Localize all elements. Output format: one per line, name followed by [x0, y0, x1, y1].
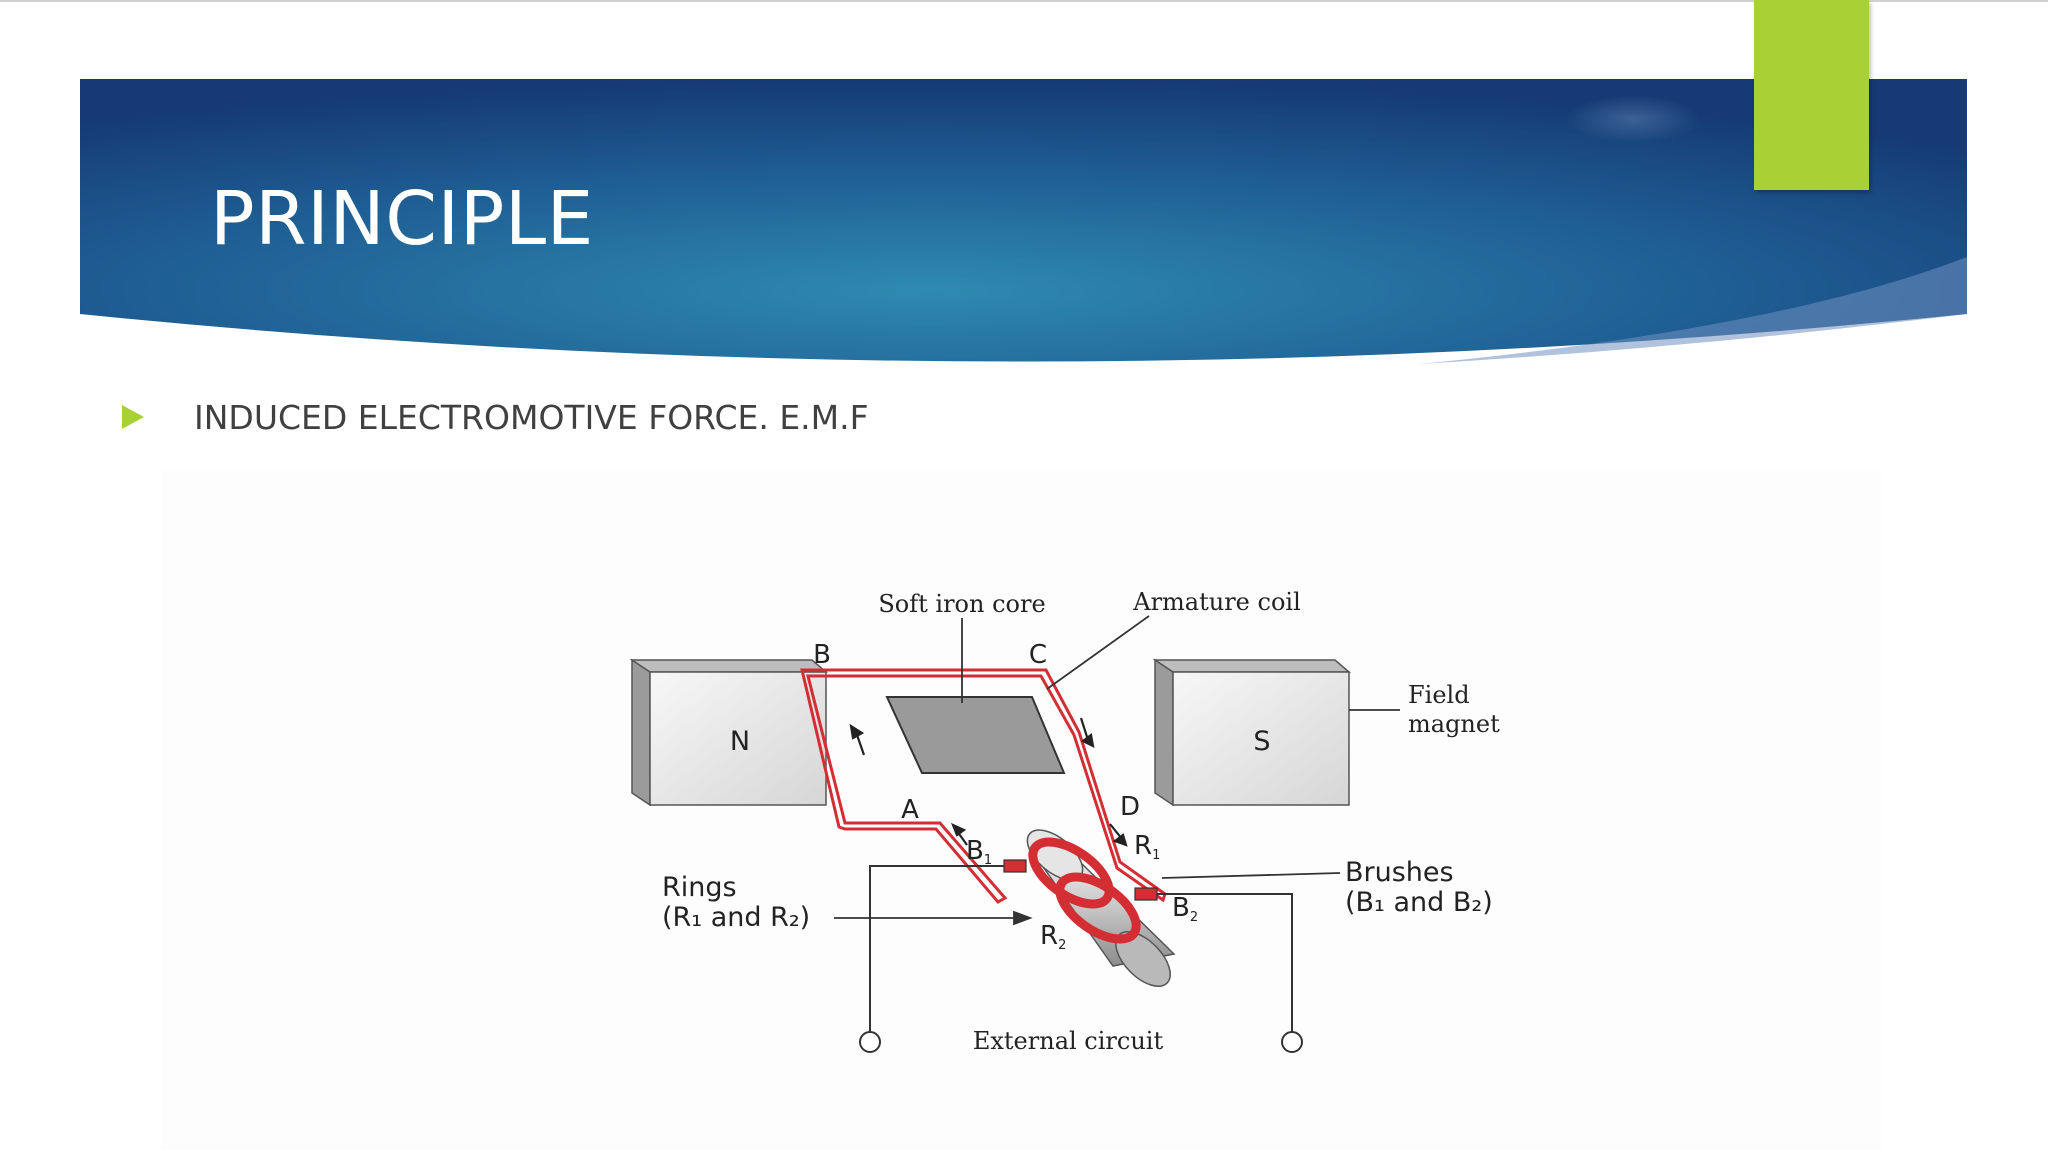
label-armature-coil: Armature coil	[1132, 588, 1301, 616]
brush-b2	[1134, 887, 1158, 901]
label-field-magnet-line1: Field	[1408, 681, 1470, 709]
magnet-n-label: N	[730, 726, 750, 757]
label-soft-iron-core: Soft iron core	[878, 590, 1045, 618]
label-field-magnet-line2: magnet	[1408, 710, 1500, 738]
top-border-line	[0, 0, 2048, 2]
label-b2: B2	[1172, 893, 1198, 925]
diagram-area: N S	[162, 470, 1882, 1150]
title-banner	[80, 79, 1967, 384]
accent-tab	[1754, 0, 1869, 190]
soft-iron-core	[885, 696, 1066, 774]
label-rings-line1: Rings	[662, 872, 737, 903]
label-r2: R2	[1040, 921, 1066, 953]
label-external-circuit: External circuit	[973, 1027, 1164, 1055]
current-arrows	[849, 717, 1128, 847]
magnet-n: N	[629, 658, 829, 807]
armature-coil	[800, 668, 1167, 904]
dc-generator-diagram: N S	[629, 588, 1500, 1055]
label-brushes-line1: Brushes	[1345, 857, 1454, 888]
slip-rings	[1003, 829, 1176, 987]
slide-title: PRINCIPLE	[210, 176, 594, 262]
bullet-text: INDUCED ELECTROMOTIVE FORCE. E.M.F	[194, 397, 869, 437]
label-r1: R1	[1134, 831, 1160, 863]
label-corner-c: C	[1029, 640, 1047, 670]
bullet-arrow-icon	[122, 405, 144, 429]
external-circuit-wires	[859, 865, 1303, 1053]
label-b1: B1	[966, 836, 992, 868]
label-corner-d: D	[1120, 792, 1140, 822]
magnet-s: S	[1152, 658, 1352, 807]
label-corner-b: B	[813, 640, 831, 670]
label-rings-line2: (R₁ and R₂)	[662, 902, 810, 933]
ring-r2	[1055, 872, 1141, 944]
leader-lines	[834, 615, 1400, 926]
magnet-s-label: S	[1253, 726, 1270, 757]
brush-b1	[1003, 859, 1027, 873]
label-corner-a: A	[901, 795, 919, 825]
label-brushes-line2: (B₁ and B₂)	[1345, 887, 1493, 918]
banner-background	[80, 79, 1967, 364]
bullet-item: INDUCED ELECTROMOTIVE FORCE. E.M.F	[122, 395, 869, 439]
